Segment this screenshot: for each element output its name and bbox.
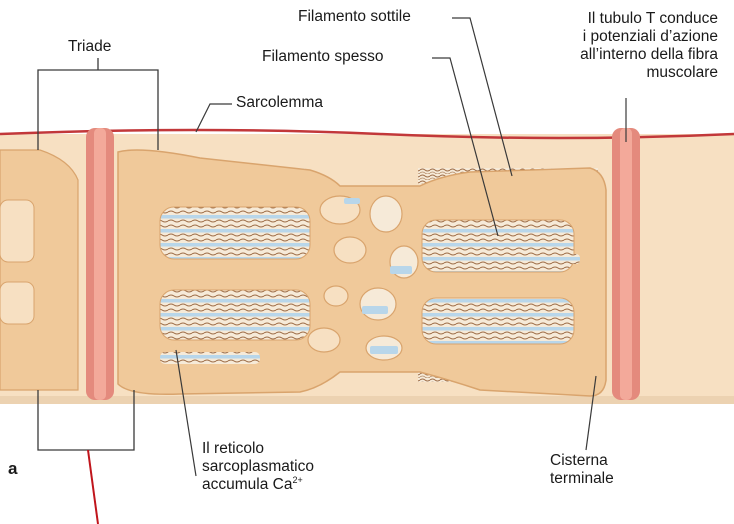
sarcoplasmic-reticulum-left [0, 150, 78, 390]
label-triade: Triade [68, 38, 111, 56]
myofibril [160, 290, 310, 340]
myofibril [422, 298, 574, 344]
t-tubule [612, 128, 640, 400]
panel-letter: a [8, 460, 17, 478]
label-tubulo-t: Il tubulo T conduce i potenziali d’azion… [522, 10, 718, 82]
label-filamento-spesso: Filamento spesso [262, 48, 383, 66]
label-reticolo-sarcoplasmatico: Il reticolo sarcoplasmatico accumula Ca2… [202, 440, 314, 494]
label-filamento-sottile: Filamento sottile [298, 8, 411, 26]
myofibril [160, 352, 260, 364]
red-line-decoration [88, 450, 98, 524]
label-cisterna-terminale: Cisterna terminale [550, 452, 614, 488]
t-tubule [86, 128, 114, 400]
myofibril [440, 254, 580, 264]
label-sarcolemma: Sarcolemma [236, 94, 323, 112]
myofibril [160, 207, 310, 259]
myofibril [422, 220, 574, 272]
